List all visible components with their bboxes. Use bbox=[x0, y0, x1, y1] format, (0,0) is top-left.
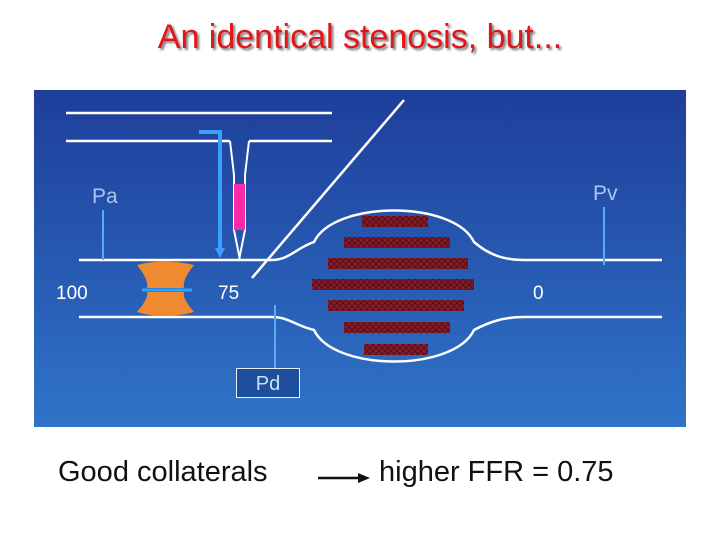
vessel-outline bbox=[79, 209, 662, 363]
caption-right: higher FFR = 0.75 bbox=[379, 456, 614, 488]
capillary-bed bbox=[312, 216, 474, 355]
value-distal-pressure: 75 bbox=[218, 283, 240, 304]
pointer-line bbox=[251, 99, 405, 279]
vessel-diagram bbox=[34, 90, 686, 427]
label-pv: Pv bbox=[593, 182, 618, 205]
pressure-probe-lines bbox=[102, 207, 605, 370]
pressure-wire bbox=[199, 130, 250, 261]
pressure-sensor bbox=[234, 184, 245, 230]
diagram-panel bbox=[34, 90, 686, 427]
guiding-catheter bbox=[66, 111, 332, 143]
arrow-right-icon bbox=[318, 473, 370, 483]
label-pd: Pd bbox=[236, 368, 300, 398]
label-pa: Pa bbox=[92, 185, 118, 208]
value-venous-pressure: 0 bbox=[533, 283, 544, 304]
stenosis bbox=[137, 261, 194, 316]
value-aortic-pressure: 100 bbox=[56, 283, 88, 304]
caption-left: Good collaterals bbox=[58, 456, 268, 488]
slide-title: An identical stenosis, but... bbox=[157, 18, 563, 56]
